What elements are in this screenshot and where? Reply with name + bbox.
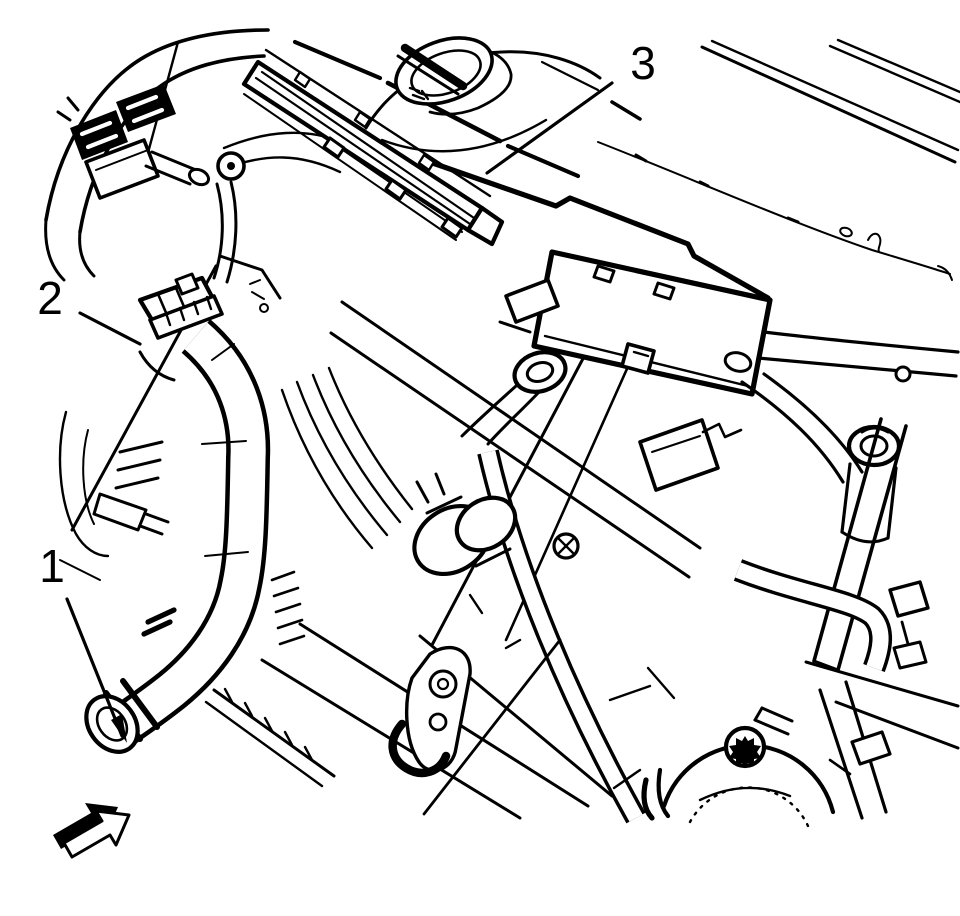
wiring-connectors	[56, 84, 246, 200]
oil-filler-cap	[364, 36, 602, 153]
center-linework	[270, 294, 702, 824]
throttle-body	[412, 418, 743, 577]
callout-2: 2	[37, 272, 142, 346]
callout-2-label: 2	[37, 272, 63, 324]
intake-duct	[84, 272, 271, 754]
callout-3-leader	[485, 81, 614, 175]
engine-mount-left	[58, 410, 170, 581]
camshaft-cover	[241, 48, 505, 247]
clamp-bracket	[388, 719, 451, 778]
right-side-machinery	[733, 330, 960, 820]
callout-3-label: 3	[630, 37, 656, 89]
engine-cover-box	[460, 249, 773, 446]
bracket-plate	[404, 645, 472, 773]
callout-2-leader	[78, 311, 142, 346]
direction-arrow-icon	[53, 803, 131, 859]
duct-clamp	[148, 294, 224, 340]
callout-1-leader	[65, 597, 124, 738]
callout-3: 3	[485, 37, 656, 175]
callout-1-label: 1	[39, 540, 65, 592]
callout-1: 1	[39, 540, 127, 743]
lower-machinery	[204, 622, 892, 828]
callout-1-arrowhead	[111, 714, 127, 743]
